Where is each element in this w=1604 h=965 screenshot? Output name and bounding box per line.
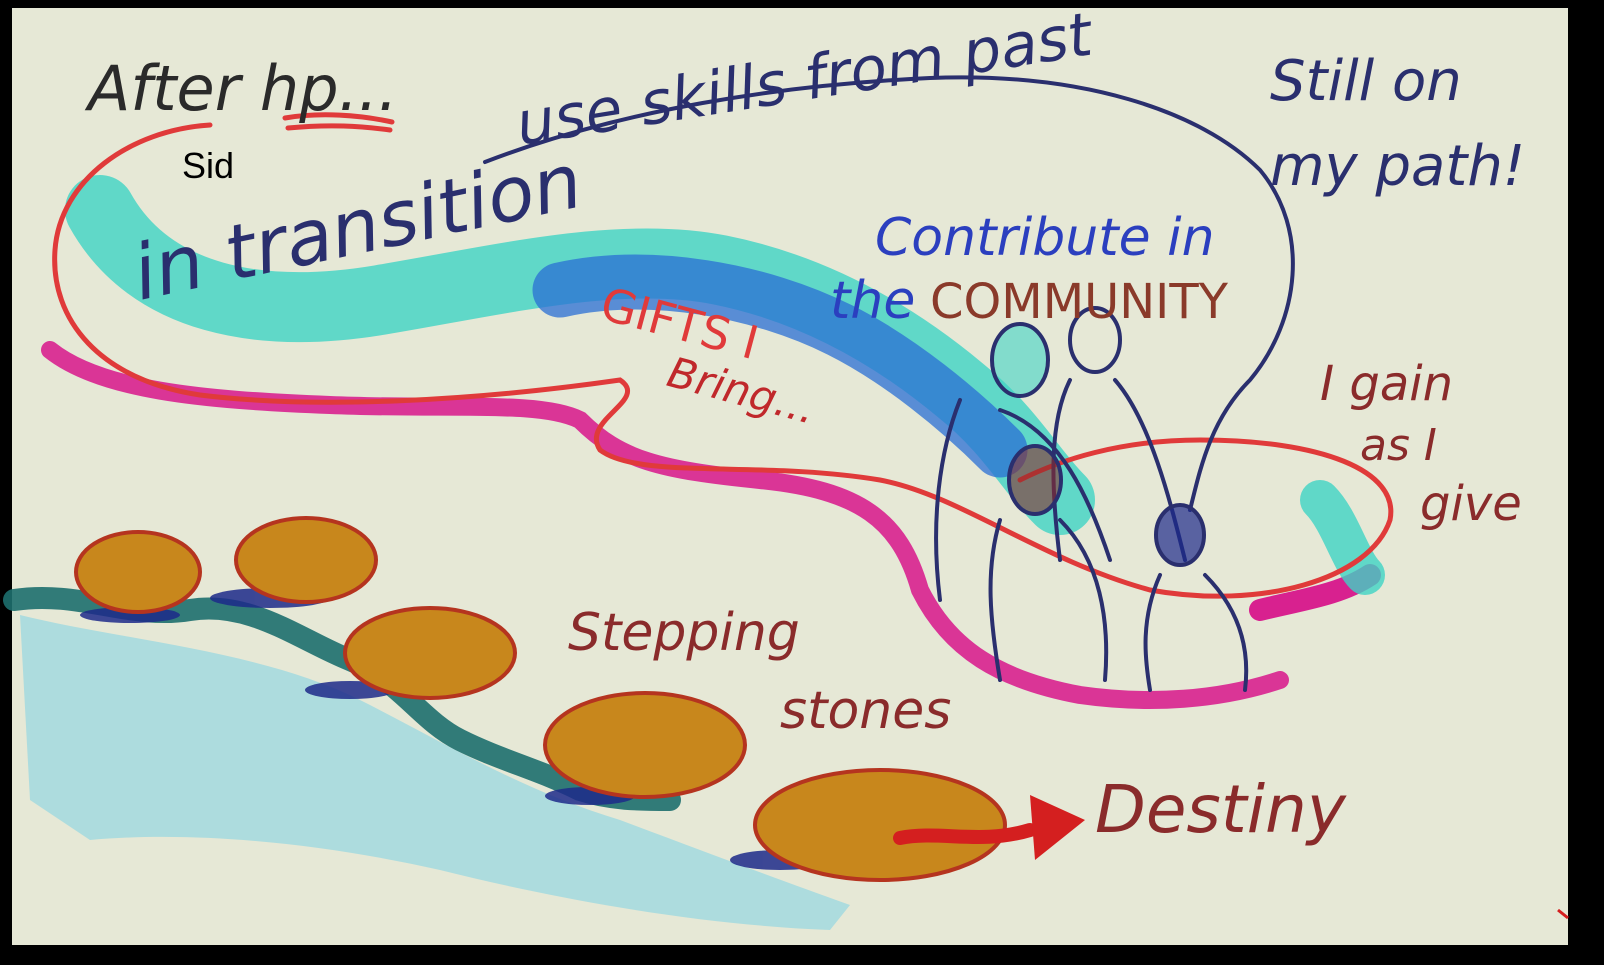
- destiny-label: Destiny: [1095, 771, 1347, 848]
- stepping-stone-icons: [74, 516, 1007, 882]
- stepping-label: Stepping: [568, 603, 800, 663]
- stepping-stone-icon: [74, 530, 202, 614]
- still-on-label: Still on: [1270, 49, 1462, 114]
- stones-label: stones: [780, 681, 951, 741]
- water-light: [20, 615, 850, 930]
- i-gain-label: I gain: [1320, 356, 1453, 412]
- edge-mark: [1557, 908, 1569, 920]
- red-outline-loop: [52, 122, 1394, 599]
- stepping-stone-icon: [543, 691, 747, 799]
- teal-right-dab: [1300, 480, 1385, 595]
- transition-blue-stroke: [532, 254, 1028, 478]
- after-hp-label: After hp...: [84, 52, 398, 125]
- stepping-stone-icon: [343, 606, 517, 700]
- the-label: the: [830, 271, 915, 331]
- people-figures-icon: [934, 306, 1249, 692]
- arrow-right-icon: [893, 795, 1085, 860]
- my-path-label: my path!: [1270, 134, 1525, 199]
- stepping-stone-icon: [753, 768, 1007, 882]
- hp-underline: [282, 112, 395, 133]
- navy-skills-line: [483, 75, 1295, 512]
- sid-label: Sid: [182, 145, 234, 186]
- stepping-stone-icon: [234, 516, 378, 604]
- community-label: COMMUNITY: [930, 274, 1229, 330]
- contribute-in-label: Contribute in: [875, 208, 1215, 268]
- give-label: give: [1420, 476, 1522, 532]
- as-i-label: as I: [1360, 420, 1437, 471]
